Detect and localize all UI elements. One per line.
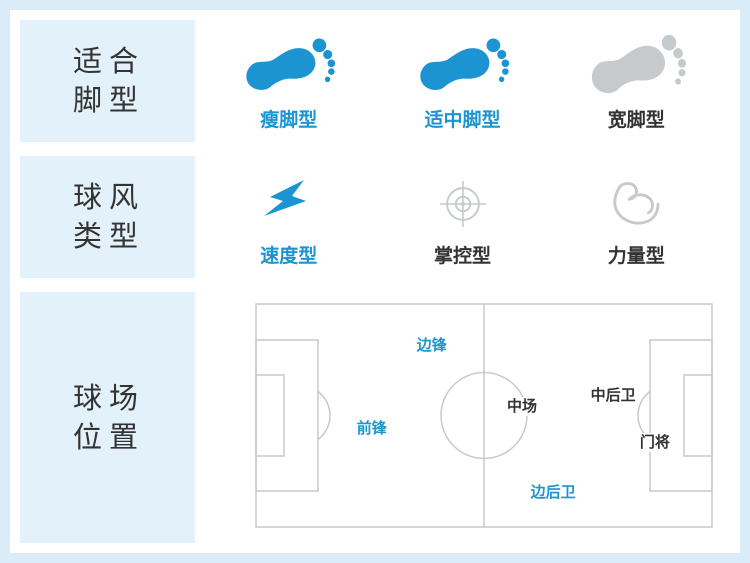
position-midfielder: 中场 xyxy=(504,396,540,433)
field-area: 边锋 前锋 中场 中后卫 门将 边后卫 xyxy=(195,292,730,543)
lightning-icon xyxy=(260,167,318,229)
position-full-back: 边后卫 xyxy=(528,482,578,519)
option-label: 力量型 xyxy=(607,244,665,267)
section-label-foot-type: 适合 脚型 xyxy=(20,20,195,142)
section-label-line1: 球风 xyxy=(73,180,146,214)
option-power: 力量型 xyxy=(556,167,716,268)
section-label-line1: 适合 xyxy=(73,44,146,78)
section-label-line2: 类型 xyxy=(73,219,146,253)
option-wide-foot: 宽脚型 xyxy=(556,31,716,132)
footprint-icon xyxy=(589,31,686,93)
option-control: 掌控型 xyxy=(383,167,543,268)
option-label: 宽脚型 xyxy=(607,108,665,131)
play-style-section: 球风 类型 速度型 掌控型 xyxy=(20,156,730,278)
option-thin-foot: 瘦脚型 xyxy=(209,31,369,132)
option-label: 适中脚型 xyxy=(424,108,501,131)
field-position-section: 球场 位置 边锋 xyxy=(20,292,730,543)
position-label: 边后卫 xyxy=(528,482,578,502)
footprint-icon xyxy=(415,31,510,93)
play-style-options: 速度型 掌控型 力量型 xyxy=(195,156,730,278)
position-label: 门将 xyxy=(637,433,672,453)
position-label: 中场 xyxy=(504,396,540,416)
section-label-line2: 脚型 xyxy=(73,83,146,117)
option-label: 瘦脚型 xyxy=(260,108,318,131)
option-medium-foot: 适中脚型 xyxy=(383,31,543,132)
position-winger: 边锋 xyxy=(414,319,449,355)
soccer-field-diagram: 边锋 前锋 中场 中后卫 门将 边后卫 xyxy=(255,303,713,528)
target-icon xyxy=(438,167,488,229)
section-label-line2: 位置 xyxy=(73,419,146,454)
soccer-field-lines xyxy=(255,303,713,528)
option-label: 速度型 xyxy=(260,244,318,267)
muscle-icon xyxy=(609,167,663,229)
section-label-line1: 球场 xyxy=(73,380,146,415)
position-label: 中后卫 xyxy=(588,386,638,406)
foot-type-section: 适合 脚型 瘦脚型 适中脚型 xyxy=(20,20,730,142)
position-forward: 前锋 xyxy=(354,402,389,439)
position-label: 前锋 xyxy=(354,419,389,439)
option-speed: 速度型 xyxy=(209,167,369,268)
foot-type-options: 瘦脚型 适中脚型 宽脚型 xyxy=(195,20,730,142)
position-label: 边锋 xyxy=(414,335,449,355)
position-center-back: 中后卫 xyxy=(588,386,638,422)
footprint-icon xyxy=(241,31,336,93)
option-label: 掌控型 xyxy=(433,244,491,267)
section-label-field-position: 球场 位置 xyxy=(20,292,195,543)
section-label-play-style: 球风 类型 xyxy=(20,156,195,278)
position-goalkeeper: 门将 xyxy=(637,416,672,453)
